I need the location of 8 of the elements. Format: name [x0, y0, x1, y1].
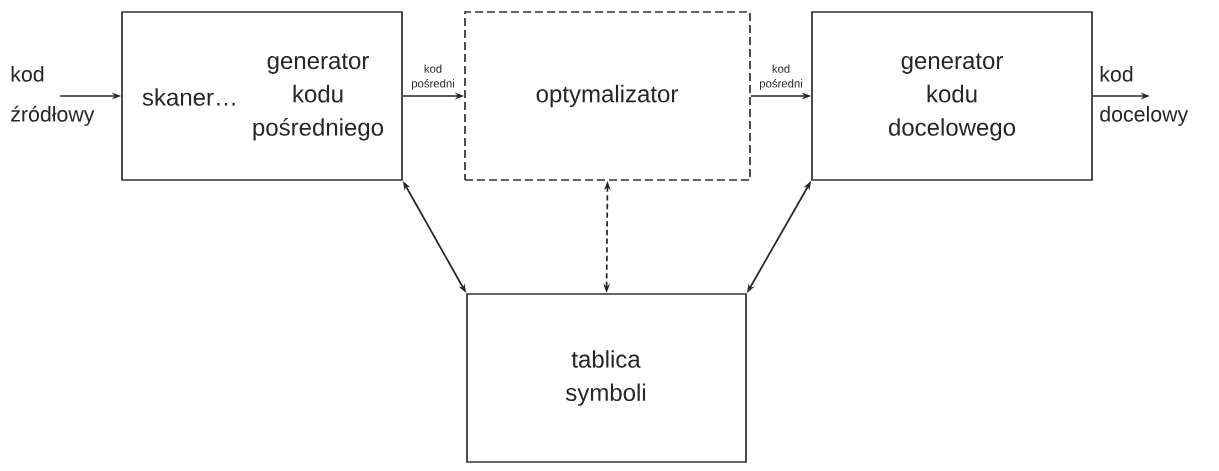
edge-label: kod pośredni — [760, 64, 802, 90]
edge-label: kod źródłowy — [11, 66, 95, 126]
process-box: optymalizator — [464, 11, 751, 181]
process-box: tablica symboli — [466, 293, 747, 463]
edge-label: kod pośredni — [412, 64, 454, 90]
process-box: skaner… generator kodu pośredniego — [121, 11, 403, 181]
edge-label: kod docelowy — [1100, 66, 1189, 126]
process-box: generator kodu docelowego — [811, 11, 1093, 181]
